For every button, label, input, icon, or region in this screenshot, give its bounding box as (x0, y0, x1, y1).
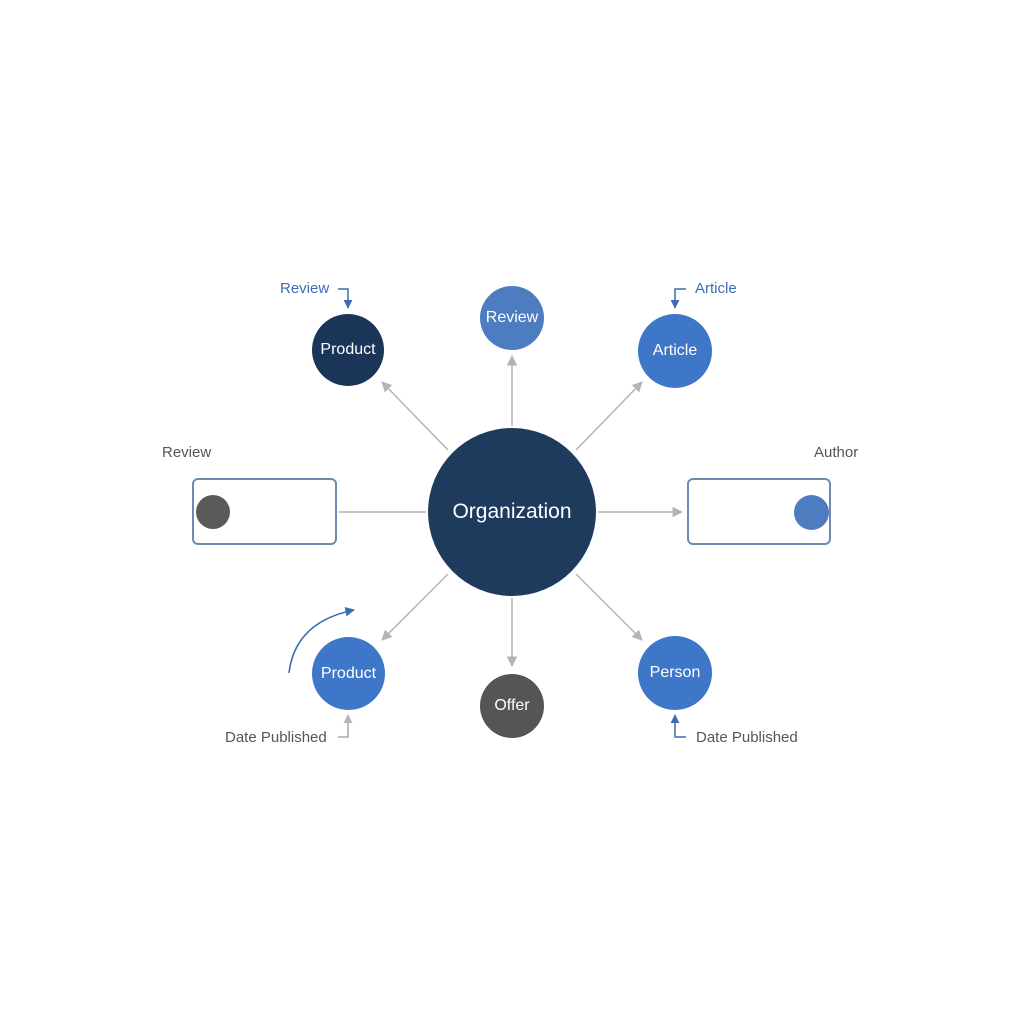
connector-date-to-product (338, 714, 353, 738)
review-annotation-top-left: Review (280, 280, 330, 297)
edge-to-product-bottom-left (381, 573, 449, 641)
offer-node[interactable]: Offer (480, 674, 544, 738)
product-node-bottom-left[interactable]: Product (312, 637, 385, 710)
connector-article-to-article-node (670, 288, 686, 309)
author-card-indicator (794, 495, 829, 530)
offer-node-label: Offer (494, 697, 530, 714)
review-card-indicator (196, 495, 230, 529)
author-card[interactable] (687, 478, 831, 545)
date-published-annotation-bottom-left: Date Published (225, 729, 327, 746)
organization-node-label: Organization (452, 500, 572, 523)
product-node-top-left[interactable]: Product (312, 314, 384, 386)
review-card[interactable] (192, 478, 337, 545)
connector-review-to-product (338, 288, 353, 309)
article-annotation-top-right: Article (695, 280, 737, 297)
edge-to-product-top-left (381, 381, 449, 451)
edge-to-article-top-right (575, 381, 643, 451)
person-node[interactable]: Person (638, 636, 712, 710)
review-node-top-label: Review (485, 309, 539, 326)
edge-to-person (575, 573, 643, 641)
review-card-title: Review (162, 444, 212, 461)
product-node-top-left-label: Product (320, 341, 376, 358)
article-node-top-right-label: Article (652, 342, 698, 359)
connector-date-to-person (670, 714, 686, 738)
review-node-top[interactable]: Review (480, 286, 544, 350)
author-card-title: Author (814, 444, 859, 461)
person-node-label: Person (649, 664, 701, 681)
organization-node[interactable]: Organization (428, 428, 596, 596)
product-node-bottom-left-label: Product (320, 664, 377, 682)
date-published-annotation-bottom-right: Date Published (696, 729, 798, 746)
article-node-top-right[interactable]: Article (638, 314, 712, 388)
curved-arrow-product-bottom-left (288, 607, 355, 674)
